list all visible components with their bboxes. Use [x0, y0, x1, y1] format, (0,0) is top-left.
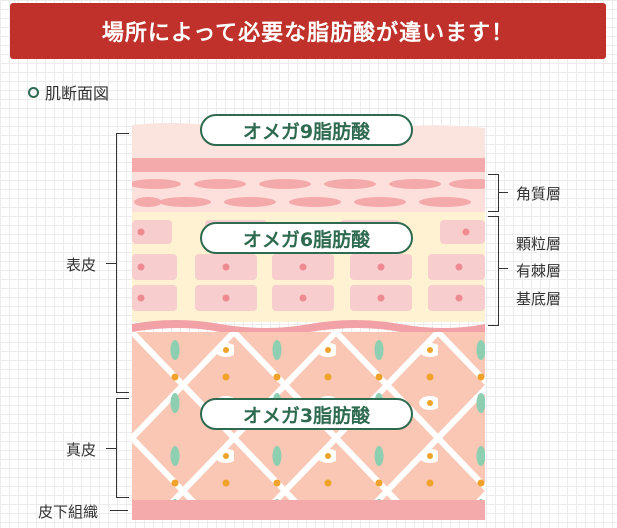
- label-stratum-corneum: 角質層: [516, 185, 562, 203]
- circle-bullet-icon: [28, 86, 39, 98]
- pill-omega9-text: オメガ9脂肪酸: [242, 120, 371, 143]
- label-subcutaneous: 皮下組織: [38, 503, 99, 521]
- pill-omega6-text: オメガ6脂肪酸: [242, 228, 371, 251]
- dermis-bracket: [116, 398, 129, 498]
- pill-omega3: オメガ3脂肪酸: [200, 398, 413, 430]
- epidermis-bracket: [116, 133, 129, 393]
- subcutaneous-tissue: [132, 500, 485, 520]
- pill-omega9: オメガ9脂肪酸: [200, 114, 413, 146]
- label-stratum-granulosum: 顆粒層: [516, 235, 562, 253]
- corneum-cells: [132, 179, 485, 207]
- pill-omega3-text: オメガ3脂肪酸: [242, 404, 371, 427]
- corneum-tick: [498, 192, 508, 193]
- subcutaneous-tick: [110, 510, 128, 511]
- pill-omega6: オメガ6脂肪酸: [200, 222, 413, 254]
- label-stratum-basale: 基底層: [516, 290, 562, 308]
- living-epidermis-tick: [498, 268, 508, 269]
- dermis-tick: [106, 448, 116, 449]
- label-dermis: 真皮: [66, 441, 97, 459]
- section-label: 肌断面図: [28, 82, 110, 103]
- label-epidermis: 表皮: [66, 256, 97, 274]
- label-stratum-spinosum: 有棘層: [516, 262, 562, 280]
- header-title: 場所によって必要な脂肪酸が違います！: [101, 21, 515, 46]
- epidermis-tick: [106, 263, 116, 264]
- corneum-bracket: [488, 174, 499, 212]
- living-epidermis-bracket: [488, 216, 499, 326]
- section-label-text: 肌断面図: [45, 84, 110, 103]
- page-header: 場所によって必要な脂肪酸が違います！: [10, 3, 606, 59]
